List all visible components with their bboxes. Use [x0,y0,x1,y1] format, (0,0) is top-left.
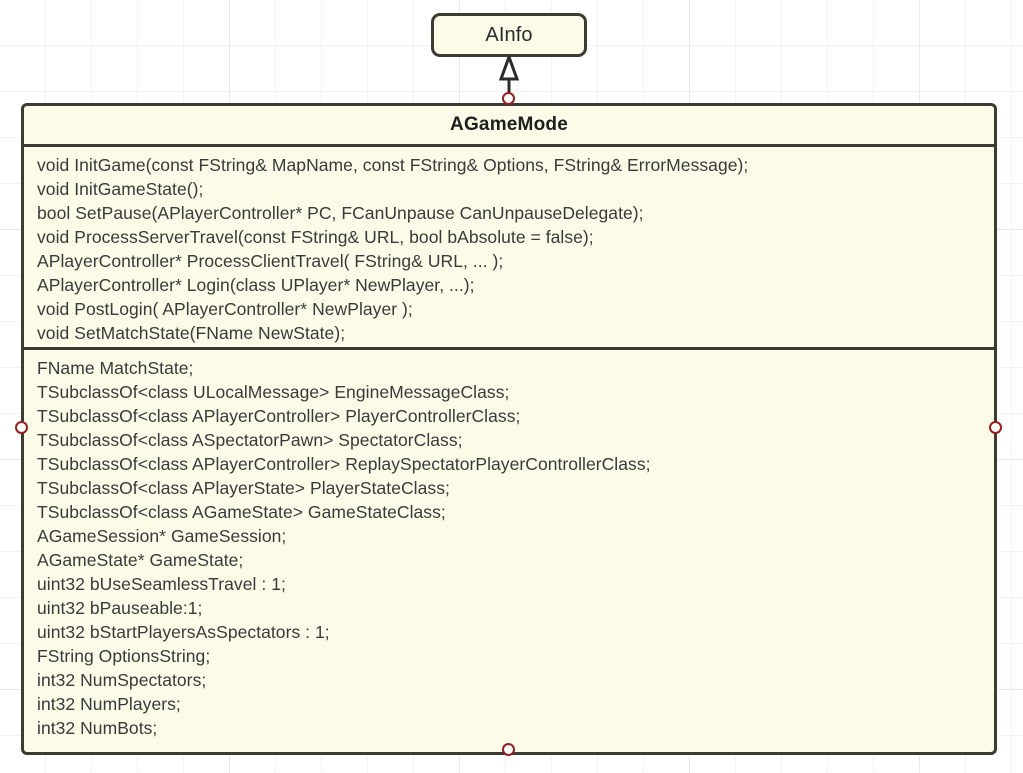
attribute-line: TSubclassOf<class APlayerController> Rep… [37,454,651,474]
operation-line: void PostLogin( APlayerController* NewPl… [37,299,413,319]
left-connection-handle[interactable] [15,421,28,434]
attribute-line: uint32 bStartPlayersAsSpectators : 1; [37,622,330,642]
class-name-agamemode: AGameMode [450,114,568,135]
class-title-compartment: AGameMode [24,106,994,147]
operation-line: void SetMatchState(FName NewState); [37,323,346,343]
bottom-connection-handle[interactable] [502,743,515,756]
attribute-line: uint32 bPauseable:1; [37,598,203,618]
operation-line: void ProcessServerTravel(const FString& … [37,227,594,247]
attribute-line: int32 NumPlayers; [37,694,181,714]
operation-line: APlayerController* ProcessClientTravel( … [37,251,504,271]
attribute-line: TSubclassOf<class ULocalMessage> EngineM… [37,382,510,402]
operation-line: void InitGame(const FString& MapName, co… [37,155,749,175]
attribute-line: FString OptionsString; [37,646,211,666]
operation-line: APlayerController* Login(class UPlayer* … [37,275,475,295]
class-name-ainfo: AInfo [485,23,533,46]
attribute-line: int32 NumBots; [37,718,158,738]
attribute-line: uint32 bUseSeamlessTravel : 1; [37,574,286,594]
attributes-compartment: FName MatchState; TSubclassOf<class ULoc… [24,350,994,746]
operation-line: void InitGameState(); [37,179,204,199]
attribute-line: TSubclassOf<class AGameState> GameStateC… [37,502,446,522]
class-box-ainfo[interactable]: AInfo [431,13,587,57]
operation-line: bool SetPause(APlayerController* PC, FCa… [37,203,644,223]
attribute-line: TSubclassOf<class ASpectatorPawn> Specta… [37,430,463,450]
attribute-line: AGameSession* GameSession; [37,526,287,546]
right-connection-handle[interactable] [989,421,1002,434]
attribute-line: TSubclassOf<class APlayerController> Pla… [37,406,521,426]
class-box-agamemode[interactable]: AGameMode void InitGame(const FString& M… [21,103,997,755]
operations-compartment: void InitGame(const FString& MapName, co… [24,147,994,350]
attribute-line: FName MatchState; [37,358,194,378]
attribute-line: AGameState* GameState; [37,550,244,570]
top-connection-handle[interactable] [502,92,515,105]
attribute-line: int32 NumSpectators; [37,670,207,690]
attribute-line: TSubclassOf<class APlayerState> PlayerSt… [37,478,450,498]
